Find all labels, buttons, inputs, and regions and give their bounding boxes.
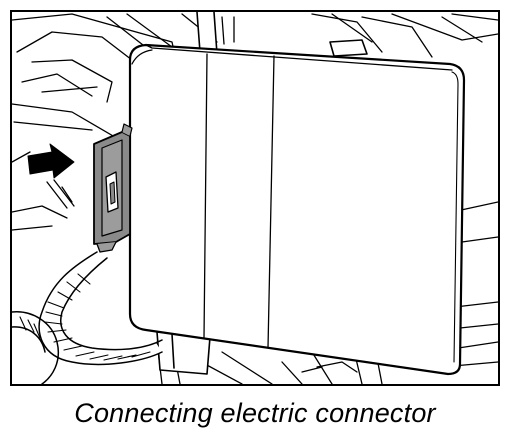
- diagram-frame: [10, 10, 500, 386]
- connector-diagram: [12, 12, 498, 384]
- control-module: [128, 43, 466, 376]
- arrow-right-icon: [27, 143, 75, 179]
- electric-connector: [93, 123, 133, 253]
- figure-caption: Connecting electric connector: [74, 398, 436, 428]
- wiring-harness: [12, 251, 163, 384]
